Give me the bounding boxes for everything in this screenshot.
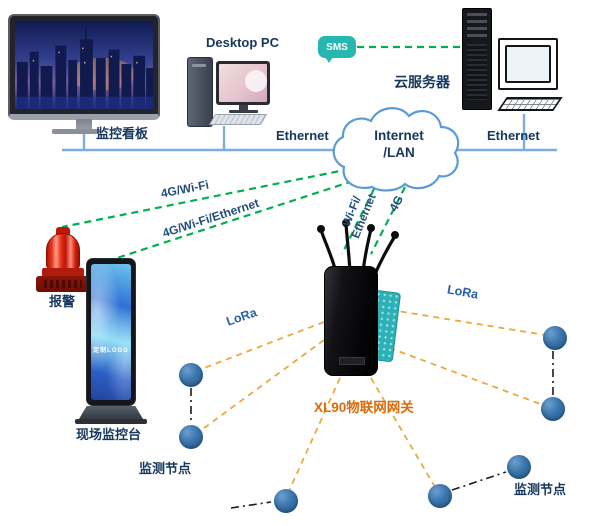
internet-lan-label: Internet /LAN [354, 128, 444, 162]
pc-screen [219, 64, 267, 102]
server-vents [467, 44, 487, 100]
alarm-siren-collar [42, 268, 84, 277]
kiosk-base [79, 406, 143, 419]
server-drive-bays [467, 13, 487, 39]
sensor-node [541, 397, 565, 421]
dashboard-display [8, 14, 160, 120]
sms-icon: SMS [318, 36, 356, 63]
monitor-nodes-label-right: 监测节点 [514, 482, 567, 497]
city-skyline-image [15, 21, 153, 109]
gateway-device-icon [324, 266, 378, 376]
pc-monitor-neck [239, 105, 248, 110]
sensor-node [507, 455, 531, 479]
sensor-node [179, 363, 203, 387]
gateway-label: XL90物联网网关 [314, 400, 414, 415]
ethernet-label-right: Ethernet [487, 128, 540, 143]
alarm-siren-base [36, 276, 90, 292]
node-links [190, 351, 554, 509]
internet-cloud-icon [332, 107, 460, 192]
pc-monitor-base [229, 110, 258, 113]
ethernet-label-left: Ethernet [276, 128, 329, 143]
dashboard-label: 监控看板 [96, 126, 149, 141]
monitor-stand-base [52, 129, 100, 134]
alarm-siren-cap [56, 227, 70, 235]
cloud-server-label: 云服务器 [394, 74, 450, 90]
sensor-node [428, 484, 452, 508]
pc-tower-icon [187, 57, 213, 127]
pc-monitor-icon [216, 61, 270, 105]
sms-label: SMS [326, 41, 348, 53]
pc-keyboard-icon [208, 114, 268, 125]
internet-label-line2: /LAN [383, 144, 415, 160]
kiosk-screen-logo-text: 定制LOGO [93, 347, 129, 354]
kiosk-screen: 定制LOGO [91, 264, 131, 400]
monitor-stand-neck [76, 119, 92, 130]
internet-label-line1: Internet [374, 128, 424, 143]
server-keyboard-icon [497, 97, 563, 111]
sensor-node [543, 326, 567, 350]
field-console-label: 现场监控台 [76, 427, 142, 442]
crt-screen [505, 45, 551, 83]
dashboard-screen [15, 21, 153, 109]
server-tower-icon [462, 8, 492, 110]
ethernet-lines [62, 114, 557, 152]
crt-monitor-icon [498, 38, 558, 90]
alarm-label: 报警 [49, 294, 76, 309]
desktop-pc-label: Desktop PC [206, 35, 279, 50]
alarm-siren-icon [46, 233, 80, 269]
kiosk-base-plate [75, 419, 147, 424]
lora-lines [198, 307, 546, 492]
sensor-node [179, 425, 203, 449]
sensor-node [274, 489, 298, 513]
monitor-nodes-label-left: 监测节点 [139, 461, 192, 476]
field-console-kiosk: 定制LOGO [86, 258, 136, 406]
